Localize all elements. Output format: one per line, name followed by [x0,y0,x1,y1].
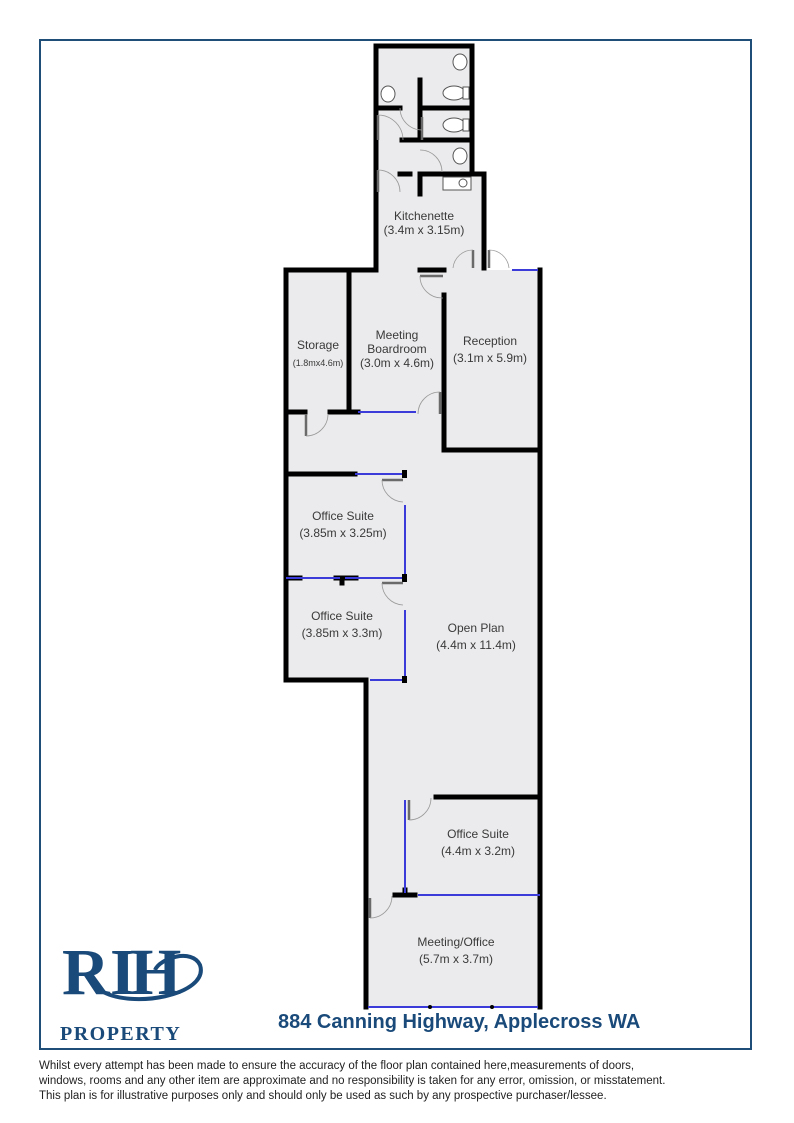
room-name: Office Suite [312,509,374,523]
rh-monogram-icon: R I H [62,936,203,1009]
room-name: Kitchenette [393,209,455,223]
property-address: 884 Canning Highway, Applecross WA [278,1011,641,1033]
room-size: (3.85m x 3.3m) [301,626,383,640]
brand-logo: R I H PROPERTY [60,936,220,1046]
room-open-plan: Open Plan (4.4m x 11.4m) [436,621,516,652]
window-posts [402,470,494,1009]
disclaimer-line: Whilst every attempt has been made to en… [39,1060,635,1072]
logo-mark: R I H [60,936,220,1011]
room-name: Open Plan [447,621,505,635]
room-name: Storage [296,338,340,352]
room-meeting-office: Meeting/Office (5.7m x 3.7m) [417,935,494,966]
room-kitchenette: Kitchenette (3.4m x 3.15m) [384,209,465,237]
disclaimer-line: This plan is for illustrative purposes o… [39,1090,607,1102]
fixtures [380,53,472,191]
room-name-line1: Meeting [375,328,419,342]
room-name: Office Suite [447,827,509,841]
room-name: Reception [462,334,518,348]
room-size: (4.4m x 11.4m) [436,638,516,652]
room-size: (3.4m x 3.15m) [383,223,465,237]
room-name: Office Suite [311,609,373,623]
room-size: (3.85m x 3.25m) [299,526,387,540]
room-meeting-boardroom: Meeting Boardroom (3.0m x 4.6m) [360,328,434,370]
disclaimer: Whilst every attempt has been made to en… [39,1059,779,1104]
room-reception: Reception (3.1m x 5.9m) [453,334,527,365]
logo-wordmark: PROPERTY [60,1023,182,1045]
door-swings [305,107,510,919]
room-storage: Storage (1.8mx4.6m) [293,338,344,370]
page-frame [39,39,752,1050]
room-size: (3.0m x 4.6m) [359,356,435,370]
room-size: (3.1m x 5.9m) [452,351,528,365]
room-size: (5.7m x 3.7m) [418,952,493,966]
room-office-suite-3: Office Suite (4.4m x 3.2m) [441,827,515,858]
room-office-suite-1: Office Suite (3.85m x 3.25m) [299,509,386,540]
room-size: (4.4m x 3.2m) [440,844,516,858]
room-name: Meeting/Office [417,935,495,949]
room-name-line2: Boardroom [367,342,427,356]
disclaimer-line: windows, rooms and any other item are ap… [39,1075,666,1087]
room-size: (1.8mx4.6m) [292,358,344,368]
floor-fill [286,46,540,1007]
room-office-suite-2: Office Suite (3.85m x 3.3m) [302,609,383,640]
door-leaves [304,115,491,918]
windows [286,269,540,1008]
